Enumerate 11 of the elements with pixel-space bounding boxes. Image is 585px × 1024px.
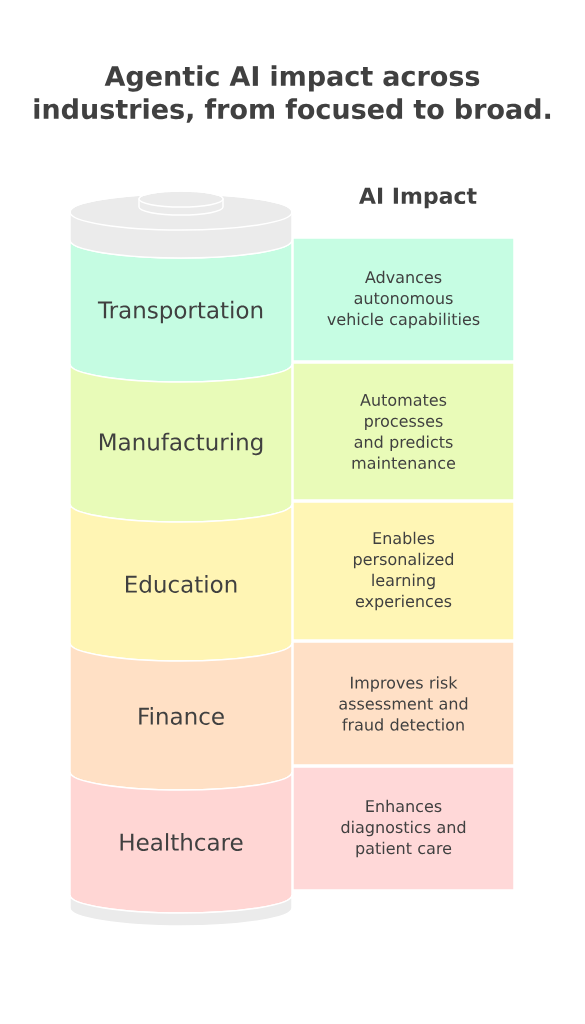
impact-box: Advances autonomous vehicle capabilities xyxy=(292,237,515,362)
impact-box: Enables personalized learning experiences xyxy=(292,501,515,641)
column-heading: AI Impact xyxy=(359,187,477,209)
title: Agentic AI impact across industries, from focused to broad. xyxy=(34,65,551,123)
impact-box: Improves risk assessment and fraud detection xyxy=(292,641,515,766)
cylinder-base xyxy=(69,894,293,927)
cylinder-band: Healthcare xyxy=(69,771,293,914)
impact-box: Automates processes and predicts maintenance xyxy=(292,362,515,501)
cylinder-band: Transportation xyxy=(69,239,293,383)
impact-box: Enhances diagnostics and patient care xyxy=(292,766,515,891)
cylinder-band: Finance xyxy=(69,642,293,791)
